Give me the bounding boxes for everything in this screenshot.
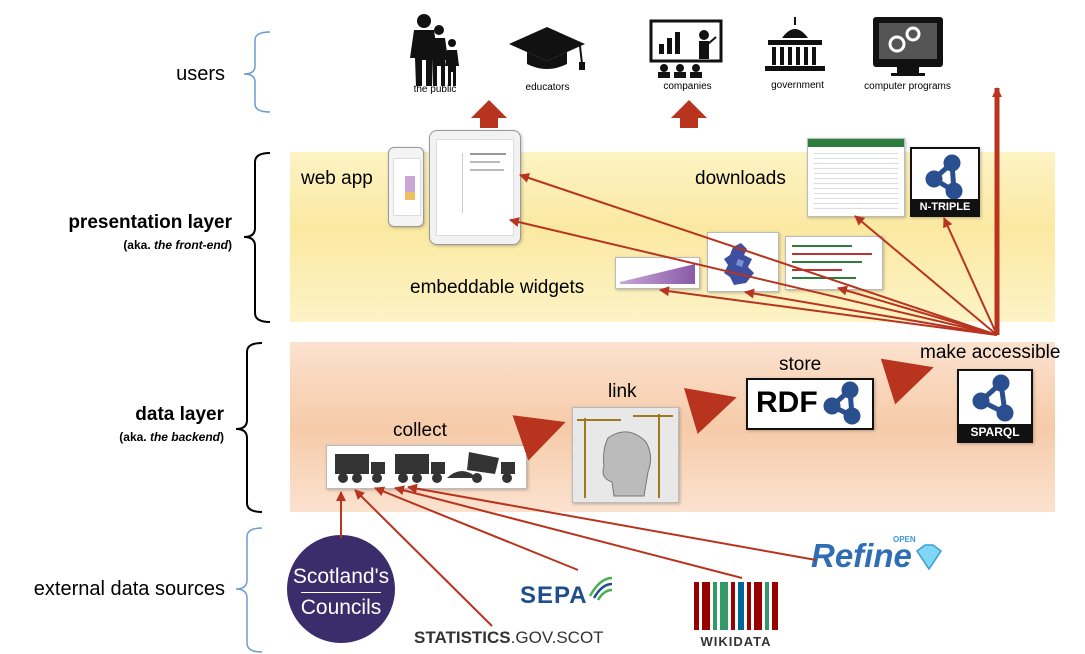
arrow-to-map-widget xyxy=(744,288,998,336)
web-app-label: web app xyxy=(301,168,373,189)
downloads-label: downloads xyxy=(695,168,786,189)
arrow-to-code-widget xyxy=(837,285,998,336)
arrow-to-tablet-a xyxy=(519,173,998,336)
waves-icon xyxy=(588,576,613,601)
embeddable-widgets-label: embeddable widgets xyxy=(410,277,585,298)
up-arrow-public xyxy=(471,100,507,128)
statistics-to-collect xyxy=(354,489,493,627)
rdf-graph-icon xyxy=(925,154,963,200)
sepa-to-collect xyxy=(374,486,579,571)
up-arrow-companies xyxy=(671,100,707,128)
refine-open-text: OPEN xyxy=(893,535,916,544)
scotlands-councils-logo: Scotland's Councils xyxy=(287,535,395,643)
up-block-arrows xyxy=(471,100,707,128)
sparql-logo: SPARQL xyxy=(957,369,1033,443)
dump-truck-unloading-icon xyxy=(447,452,515,483)
data-bracket xyxy=(235,342,263,513)
user-label-computer-programs: computer programs xyxy=(864,81,951,92)
rdf-logo: RDF xyxy=(746,378,874,430)
presentation-aka: (aka. the front-end) xyxy=(123,238,232,252)
diamond-icon xyxy=(915,544,943,571)
councils-line2: Councils xyxy=(300,596,382,619)
government-building-icon xyxy=(765,17,825,71)
wikidata-logo: WIKIDATA xyxy=(692,582,780,650)
rdf-graph-icon xyxy=(823,381,861,425)
sepa-logo: SEPA xyxy=(518,568,618,609)
store-to-accessible-arrow xyxy=(880,358,934,405)
trucks-image xyxy=(326,445,527,489)
user-label-government: government xyxy=(771,80,824,91)
openrefine-logo: Refine OPEN xyxy=(807,535,943,577)
puzzle-head-icon xyxy=(602,431,652,497)
pipeline-arrows xyxy=(512,358,934,461)
dump-truck-icon xyxy=(335,454,385,483)
barcode-icon xyxy=(694,582,778,630)
data-layer-label: data layer xyxy=(135,404,224,425)
link-label: link xyxy=(608,381,637,402)
ntriple-text: N-TRIPLE xyxy=(912,199,978,215)
fanout-arrows xyxy=(509,87,1002,336)
rdf-text: RDF xyxy=(756,386,818,419)
crane-icon xyxy=(577,414,673,498)
councils-line1: Scotland's xyxy=(292,565,390,588)
graduation-cap-icon xyxy=(509,27,585,70)
refine-to-collect xyxy=(407,483,817,561)
sepa-text: SEPA xyxy=(520,582,588,609)
rdf-graph-icon xyxy=(972,374,1014,422)
make-accessible-label: make accessible xyxy=(920,342,1061,363)
linking-puzzle-image xyxy=(572,407,679,503)
users-bracket xyxy=(243,31,271,113)
arrow-to-downloads xyxy=(854,215,998,336)
presentation-icon xyxy=(649,19,723,78)
sources-bracket xyxy=(235,527,263,653)
data-aka: (aka. the backend) xyxy=(119,430,224,444)
collect-label: collect xyxy=(393,420,447,441)
sparql-text: SPARQL xyxy=(959,424,1031,441)
phone-mockup xyxy=(388,147,424,227)
computer-gears-icon xyxy=(873,17,943,76)
link-to-store-arrow xyxy=(683,387,737,434)
wikidata-text: WIKIDATA xyxy=(700,634,772,649)
store-label: store xyxy=(779,354,822,375)
source-arrows xyxy=(336,483,817,627)
refine-text: Refine xyxy=(811,537,912,574)
tablet-mockup xyxy=(429,130,521,245)
ntriple-logo: N-TRIPLE xyxy=(910,147,980,217)
user-label-companies: companies xyxy=(663,81,712,92)
presentation-bracket xyxy=(243,152,271,323)
presentation-layer-label: presentation layer xyxy=(68,212,232,233)
wikidata-to-collect xyxy=(394,485,743,579)
user-label-educators: educators xyxy=(525,82,570,93)
spreadsheet-download-preview xyxy=(807,138,905,217)
dump-truck-icon xyxy=(395,454,445,483)
external-sources-label: external data sources xyxy=(33,578,225,600)
users-label: users xyxy=(176,63,225,85)
family-icon xyxy=(410,14,459,86)
collect-to-link-arrow xyxy=(512,415,566,461)
user-label-public: the public xyxy=(413,84,457,95)
statistics-gov-scot-logo: STATISTICS.GOV.SCOT xyxy=(414,628,604,647)
arrow-to-bar-widget xyxy=(659,286,998,336)
arrow-to-tablet-b xyxy=(509,217,998,336)
arrow-to-ntriple xyxy=(943,217,998,336)
